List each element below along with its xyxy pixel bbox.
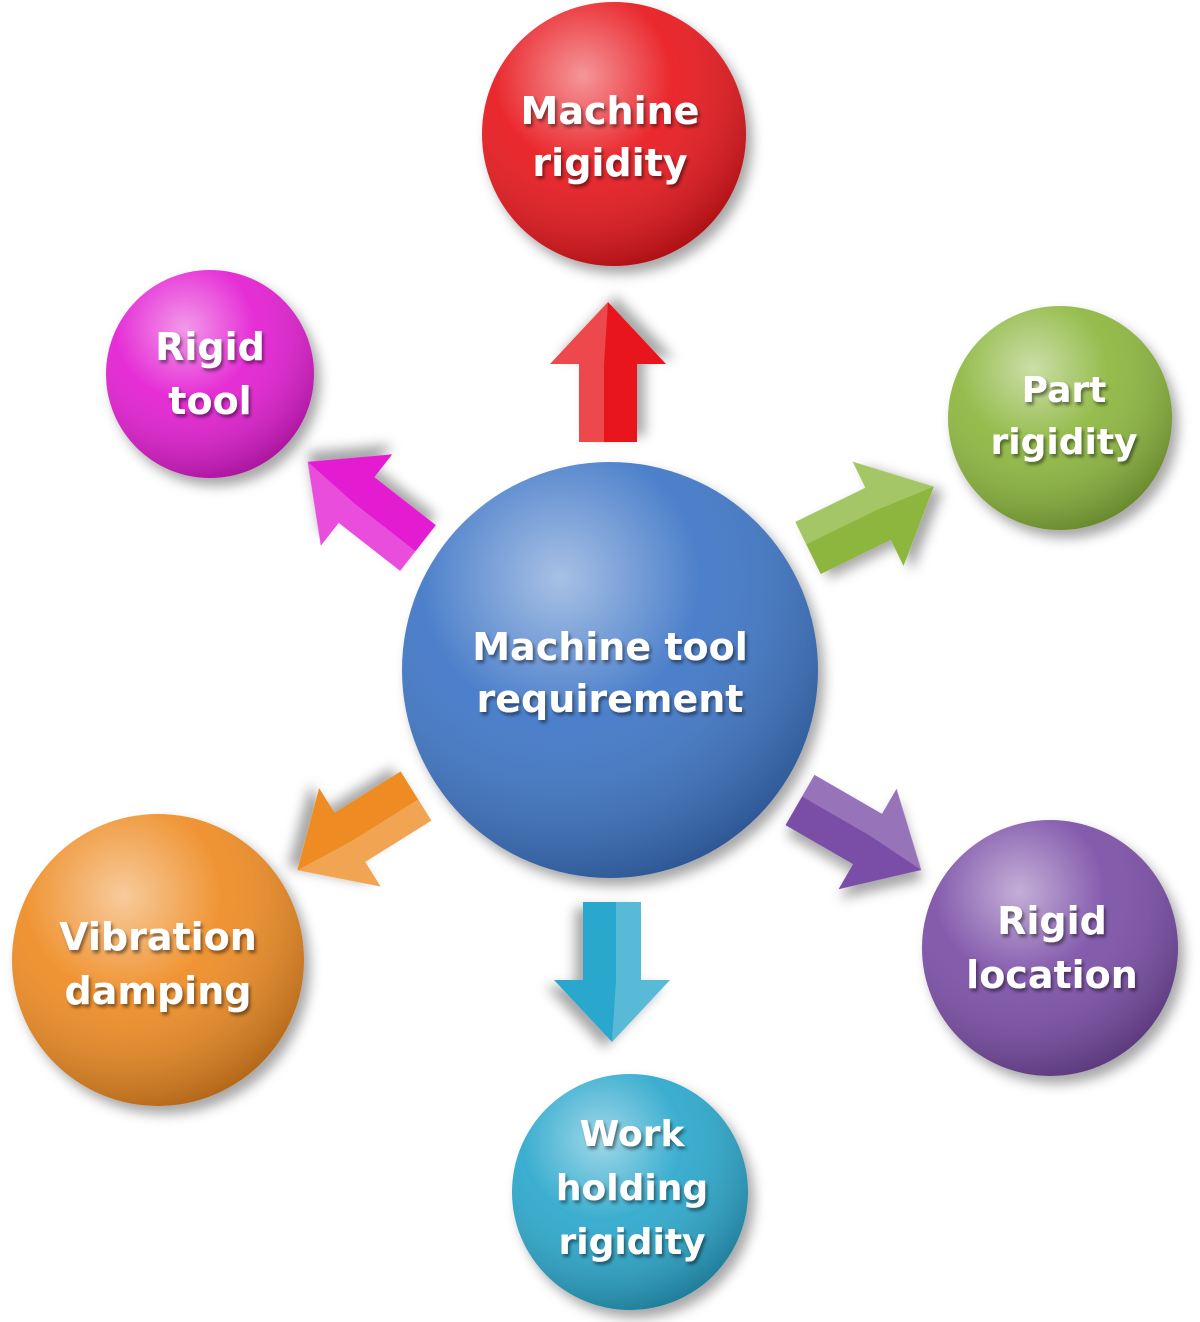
arrow-highlight [612,902,670,1042]
arrow-highlight [795,461,934,545]
arrow-to-work-holding-rigidity [554,902,670,1042]
node-label-line-3: rigidity [559,1222,706,1263]
node-part-rigidity: Part rigidity [948,306,1172,530]
node-rigid-location: Rigid location [922,820,1178,1076]
arrow-to-part-rigidity [795,461,934,575]
arrow-highlight [297,799,432,887]
node-label-line-1: Rigid [155,325,265,369]
node-label-line-2: rigidity [991,422,1138,463]
arrow-to-rigid-location [785,774,922,890]
arrow-body [785,774,922,890]
node-label-line-2: rigidity [532,141,687,185]
node-rigid-tool: Rigid tool [106,270,314,478]
node-shine [512,1074,748,1310]
center-node: Machine tool requirement [402,462,818,878]
center-circle-shine [402,462,818,878]
node-label-line-1: Part [1022,370,1107,411]
node-label-line-1: Vibration [59,915,257,959]
node-shine [948,306,1172,530]
node-shine [482,2,746,266]
node-label-line-2: location [966,953,1138,997]
arrow-body [554,902,670,1042]
arrow-body [307,454,436,571]
arrow-body [795,461,934,575]
node-shine [12,814,304,1106]
node-label-line-2: damping [65,969,252,1013]
node-label-line-2: holding [556,1168,708,1209]
arrow-body [297,771,432,887]
arrow-highlight [550,302,608,442]
node-work-holding-rigidity: Work holding rigidity [512,1074,748,1310]
arrow-highlight [802,774,922,870]
center-label-line-2: requirement [477,677,744,721]
node-label-line-1: Work [580,1114,686,1155]
arrow-highlight [307,461,416,571]
arrow-to-rigid-tool [307,454,436,571]
node-shine [106,270,314,478]
node-label-line-2: tool [168,379,251,423]
node-label-line-1: Rigid [997,899,1107,943]
node-shine [922,820,1178,1076]
node-vibration-damping: Vibration damping [12,814,304,1106]
arrow-to-vibration-damping [297,771,432,887]
node-label-line-1: Machine [521,89,700,133]
arrow-to-machine-rigidity [550,302,666,442]
center-label-line-1: Machine tool [472,625,748,669]
node-machine-rigidity: Machine rigidity [482,2,746,266]
arrow-body [550,302,666,442]
